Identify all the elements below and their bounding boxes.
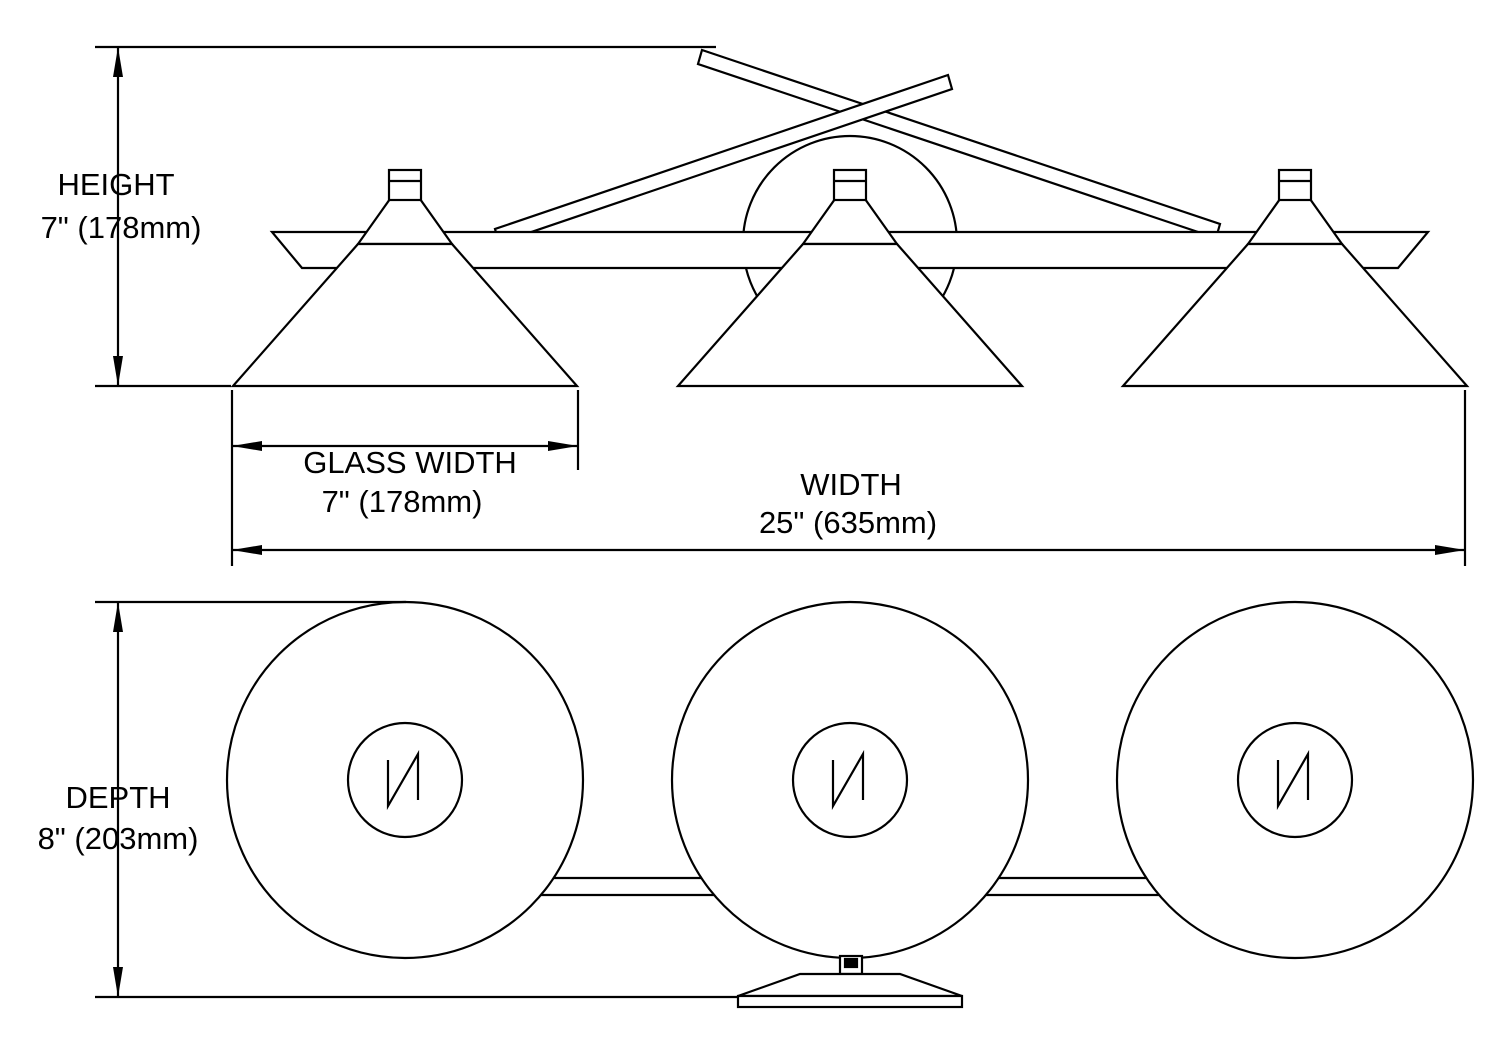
front-elevation-view	[230, 48, 1470, 388]
plan-mount-plate	[736, 954, 964, 1009]
height-dimension	[95, 45, 716, 388]
shade-left-cap	[355, 197, 455, 246]
glass-width-value: 7" (178mm)	[322, 484, 483, 519]
glass-width-dimension	[230, 390, 580, 566]
bulb-filament-right-icon	[1276, 749, 1310, 811]
plan-mount-base	[736, 994, 964, 1009]
top-plan-view	[225, 600, 1475, 1009]
shade-center-cone	[675, 242, 1025, 388]
glass-width-label: GLASS WIDTH	[303, 445, 517, 480]
plan-mount-trapezoid	[737, 972, 963, 998]
shade-right-socket	[1277, 168, 1313, 202]
width-dimension	[232, 390, 1467, 566]
bulb-filament-center-icon	[831, 749, 865, 811]
height-value: 7" (178mm)	[41, 210, 202, 245]
depth-label: DEPTH	[65, 780, 170, 815]
shade-center-socket	[832, 168, 868, 202]
shade-right	[1120, 168, 1470, 388]
width-value: 25" (635mm)	[759, 505, 937, 540]
shade-center	[675, 168, 1025, 388]
shade-left-cone	[230, 242, 580, 388]
bulb-filament-left-icon	[386, 749, 420, 811]
plan-bulb-center	[791, 721, 909, 839]
depth-value: 8" (203mm)	[38, 821, 199, 856]
height-label: HEIGHT	[57, 167, 174, 202]
depth-dimension	[95, 600, 738, 999]
plan-bulb-left	[346, 721, 464, 839]
width-label: WIDTH	[800, 467, 902, 502]
shade-left-socket	[387, 168, 423, 202]
shade-left	[230, 168, 580, 388]
shade-right-cap	[1245, 197, 1345, 246]
shade-right-cone	[1120, 242, 1470, 388]
plan-bulb-right	[1236, 721, 1354, 839]
plan-mount-knob	[843, 957, 859, 969]
